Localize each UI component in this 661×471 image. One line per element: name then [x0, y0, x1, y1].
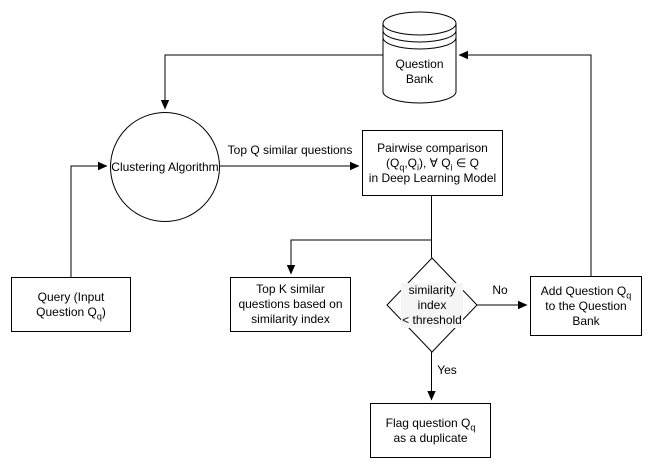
- edge-label-top-q: Top Q similar questions: [225, 143, 355, 157]
- edge-questionbank-to-clustering: [160, 54, 383, 110]
- edge-addquestion-to-questionbank: [458, 50, 592, 276]
- clustering-algorithm-node: Clustering Algorithm: [110, 112, 220, 222]
- question-bank-cylinder-shape: [382, 11, 457, 104]
- edge-query-to-clustering: [70, 161, 108, 277]
- clustering-algorithm-label: Clustering Algorithm: [111, 159, 219, 174]
- similarity-decision-diamond-shape: [386, 257, 478, 353]
- edge-label-no: No: [490, 283, 510, 297]
- edge-label-yes: Yes: [435, 363, 459, 377]
- edge-pairwise-to-topk: [286, 239, 432, 275]
